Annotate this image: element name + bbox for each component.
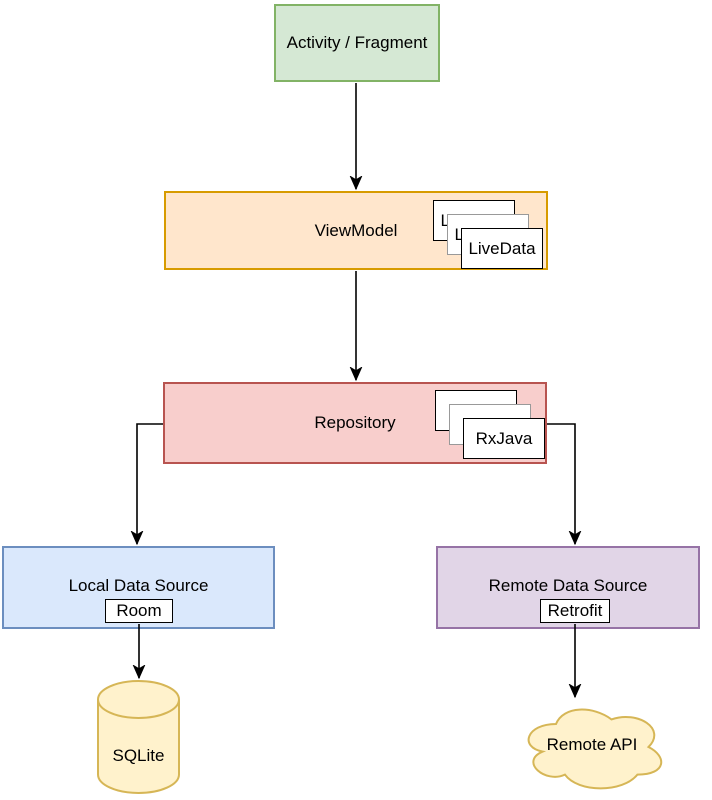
node-remote-data-source-label: Remote Data Source — [488, 576, 648, 595]
node-local-data-source-label: Local Data Source — [68, 576, 209, 595]
livedata-card-front-label: LiveData — [468, 238, 536, 258]
room-badge: Room — [105, 599, 173, 623]
edge-repository-to-local — [137, 423, 163, 544]
livedata-card-front: LiveData — [461, 228, 543, 269]
node-activity-fragment-label: Activity / Fragment — [286, 33, 428, 52]
node-repository-label: Repository — [314, 413, 396, 432]
remote-api-label: Remote API — [547, 735, 638, 754]
node-viewmodel-label: ViewModel — [314, 220, 398, 240]
node-activity-fragment: Activity / Fragment — [274, 4, 440, 82]
sqlite-label: SQLite — [113, 746, 165, 765]
retrofit-badge-label: Retrofit — [547, 601, 603, 620]
retrofit-badge: Retrofit — [540, 599, 610, 623]
room-badge-label: Room — [116, 601, 162, 620]
rxjava-card-front-label: RxJava — [475, 428, 533, 448]
rxjava-card-front: RxJava — [463, 418, 545, 459]
remote-api-cloud: Remote API — [527, 708, 663, 790]
edge-repository-to-remote — [547, 423, 575, 544]
sqlite-cylinder: SQLite — [97, 680, 180, 794]
